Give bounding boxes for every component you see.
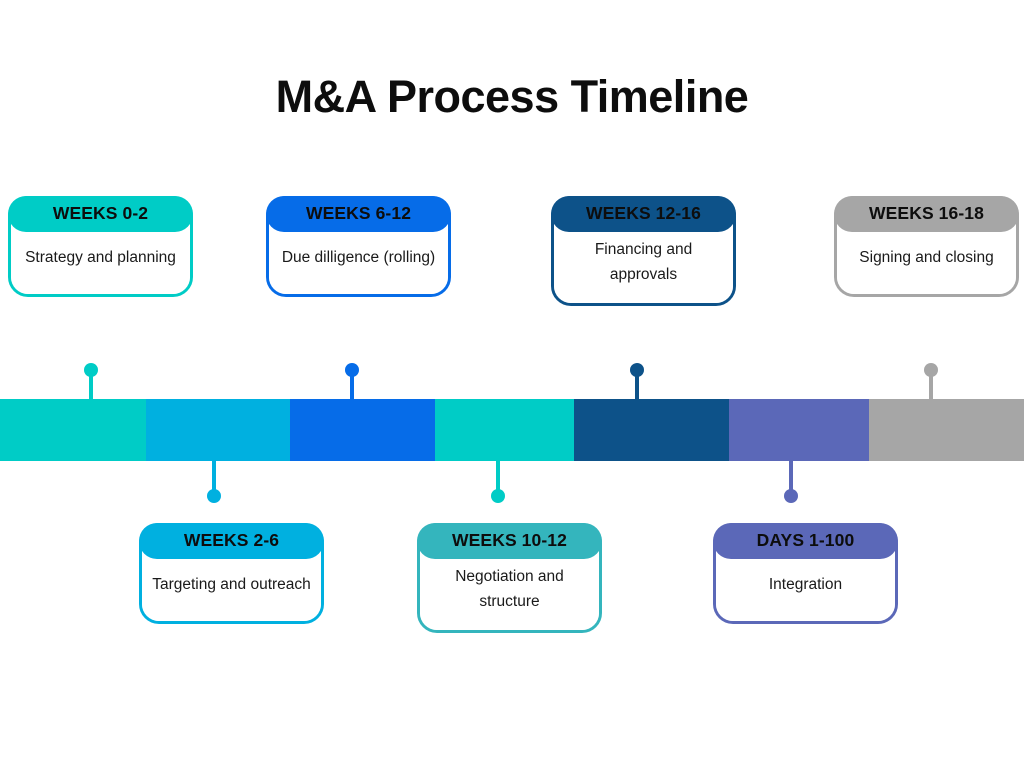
connector-closing [924, 363, 938, 403]
phase-card-description: Targeting and outreach [142, 549, 321, 622]
phase-card-header: WEEKS 6-12 [266, 196, 451, 233]
phase-card-description-text: Signing and closing [859, 248, 994, 266]
phase-card-description: Due dilligence (rolling) [269, 222, 448, 295]
negotiation-segment [435, 399, 574, 461]
phase-card-header: WEEKS 0-2 [8, 196, 193, 233]
phase-card-description-text: Due dilligence (rolling) [281, 248, 436, 266]
phase-card-description: Signing and closing [837, 222, 1016, 295]
connector-strategy [84, 363, 98, 403]
connector-integration-dot [784, 489, 798, 503]
connector-diligence [345, 363, 359, 403]
page-title: M&A Process Timeline [275, 71, 749, 122]
connector-targeting-dot [207, 489, 221, 503]
connector-negotiation-dot [491, 489, 505, 503]
connector-closing-dot [924, 363, 938, 377]
phase-card-description-text: Strategy and planning [25, 248, 176, 266]
integration-segment [729, 399, 869, 461]
financing-segment [574, 399, 729, 461]
diligence-segment [290, 399, 435, 461]
phase-card-description: Negotiation and structure [420, 549, 599, 631]
strategy-segment [0, 399, 146, 461]
phase-card-description-text: Financing and approvals [594, 241, 693, 283]
connector-integration [784, 457, 798, 503]
connector-diligence-stem [350, 370, 354, 403]
phase-card-header: WEEKS 2-6 [139, 523, 324, 560]
phase-card-description: Integration [716, 549, 895, 622]
connector-targeting-stem [212, 457, 216, 496]
connector-negotiation-stem [496, 457, 500, 496]
closing-segment [869, 399, 1024, 461]
phase-card-description-text: Negotiation and structure [455, 568, 564, 610]
phase-card-description-text: Integration [768, 575, 843, 593]
targeting-segment [146, 399, 290, 461]
phase-card-header: DAYS 1-100 [713, 523, 898, 560]
connector-financing [630, 363, 644, 403]
connector-targeting [207, 457, 221, 503]
connector-financing-stem [635, 370, 639, 403]
connector-financing-dot [630, 363, 644, 377]
phase-card-header: WEEKS 16-18 [834, 196, 1019, 233]
connector-negotiation [491, 457, 505, 503]
connector-diligence-dot [345, 363, 359, 377]
phase-card-description-text: Targeting and outreach [152, 575, 311, 593]
connector-strategy-stem [89, 370, 93, 403]
phase-card-header: WEEKS 10-12 [417, 523, 602, 560]
phase-card-header: WEEKS 12-16 [551, 196, 736, 233]
connector-integration-stem [789, 457, 793, 496]
phase-card-description: Strategy and planning [11, 222, 190, 295]
phase-card-description: Financing and approvals [554, 222, 733, 304]
timeline-bar [0, 399, 1024, 461]
connector-closing-stem [929, 370, 933, 403]
connector-strategy-dot [84, 363, 98, 377]
